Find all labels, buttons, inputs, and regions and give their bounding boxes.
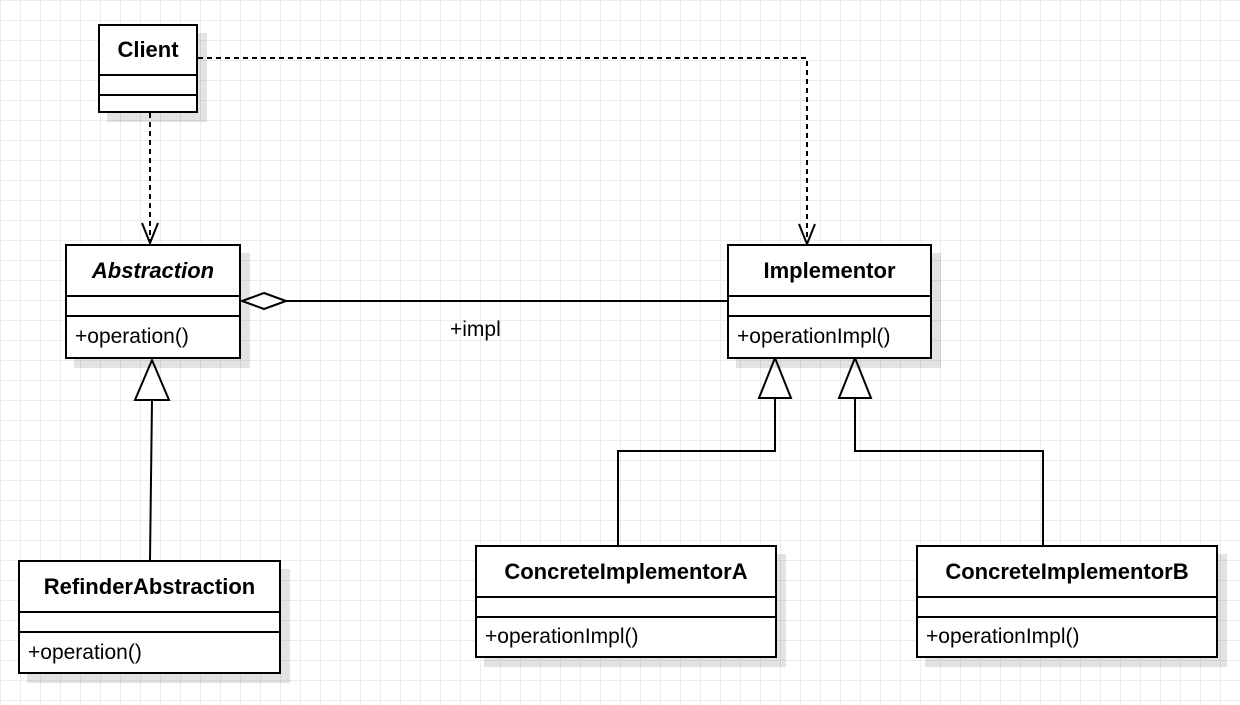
attributes-compartment	[100, 76, 196, 96]
attributes-compartment	[67, 297, 239, 317]
generalization-b-line	[854, 398, 1044, 545]
class-concrete-implementor-a[interactable]: ConcreteImplementorA +operationImpl()	[475, 545, 777, 658]
class-concrete-implementor-b[interactable]: ConcreteImplementorB +operationImpl()	[916, 545, 1218, 658]
class-name: ConcreteImplementorB	[918, 547, 1216, 598]
class-name: Client	[100, 26, 196, 76]
class-implementor[interactable]: Implementor +operationImpl()	[727, 244, 932, 359]
attributes-compartment	[918, 598, 1216, 618]
attributes-compartment	[477, 598, 775, 618]
operation-label: +operation()	[28, 640, 142, 664]
attributes-compartment	[729, 297, 930, 317]
class-client[interactable]: Client	[98, 24, 198, 113]
class-name: ConcreteImplementorA	[477, 547, 775, 598]
aggregation-role-label: +impl	[450, 318, 501, 341]
class-refinder-abstraction[interactable]: RefinderAbstraction +operation()	[18, 560, 281, 674]
operation-label: +operationImpl()	[926, 625, 1080, 648]
operation-label: +operation()	[75, 325, 189, 348]
attributes-compartment	[20, 613, 279, 633]
operations-compartment	[100, 96, 196, 111]
aggregation-diamond	[239, 291, 289, 311]
class-abstraction[interactable]: Abstraction +operation()	[65, 244, 241, 359]
dependency-client-implementor	[198, 57, 808, 244]
operation-label: +operationImpl()	[485, 625, 639, 648]
generalization-a-line	[617, 398, 776, 545]
class-name: Implementor	[729, 246, 930, 297]
operation-label: +operationImpl()	[737, 325, 891, 348]
generalization-a-arrowhead	[757, 355, 793, 399]
generalization-refined-line	[149, 399, 153, 561]
generalization-refined-arrowhead	[133, 357, 171, 401]
class-name: RefinderAbstraction	[20, 562, 279, 613]
class-name: Abstraction	[67, 246, 239, 297]
dependency-arrowhead-abstraction	[141, 222, 159, 246]
generalization-b-arrowhead	[837, 355, 873, 399]
